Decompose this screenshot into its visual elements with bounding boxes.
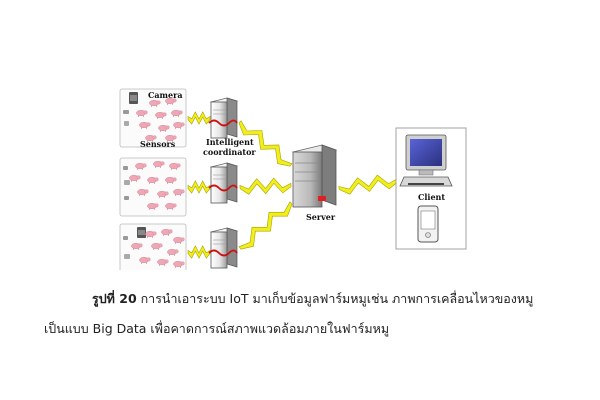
pig-icon [147,202,159,210]
wireless-link-icon [187,245,211,259]
pig-icon [157,190,169,198]
wireless-link-icon [338,174,399,195]
pig-icon [139,121,151,129]
pig-icon [155,111,167,119]
pig-icon [145,230,157,238]
coordinator-label-line1: Intelligent [206,137,254,147]
pig-icon [173,261,185,268]
coordinator-label-line2: coordinator [203,147,256,157]
camera-icon [129,92,138,104]
farm-pen-2 [119,157,187,217]
figure-caption-line1: รูปที่ 20 การนำเอาระบบ IoT มาเก็บข้อมูลฟ… [92,291,533,307]
pig-icon [139,257,151,264]
figure-caption-text: การนำเอาระบบ IoT มาเก็บข้อมูลฟาร์มหมูเช่… [136,291,534,306]
pig-icon [165,134,177,142]
pig-icon [129,174,141,182]
coordinator-icon [208,97,239,139]
pig-icon [131,242,143,250]
wireless-link-icon [239,177,292,195]
pig-icon [136,109,148,117]
farm-pen-3 [119,223,187,270]
pig-icon [153,160,165,168]
server-label: Server [306,212,336,222]
pig-icon [145,134,157,142]
coordinator-icon [208,227,239,269]
pig-icon [137,188,149,196]
pig-icon [173,121,185,129]
pig-icon [157,259,169,266]
figure-caption-line2: เป็นแบบ Big Data เพื่อคาดการณ์สภาพแวดล้อ… [44,321,390,336]
camera-icon [137,227,146,238]
sensors-label: Sensors [140,139,176,149]
pig-icon [173,188,185,196]
wireless-link-icon [238,120,293,167]
server-icon [291,144,338,208]
sensor-icon [123,110,129,126]
figure-label: รูปที่ 20 [92,291,137,306]
pig-icon [147,176,159,184]
sensor-icon [123,236,130,259]
pig-icon [135,162,147,170]
pig-icon [165,97,177,105]
client-panel: Client [395,127,467,250]
pig-icon [171,109,183,117]
farm-pen-1: Camera Sensors [119,88,187,149]
pig-icon [149,99,161,107]
iot-pig-farm-diagram: Camera Sensors [119,88,467,270]
coordinator-icon [208,162,239,204]
pig-icon [151,242,163,250]
pig-icon [167,248,179,256]
pig-icon [165,202,177,210]
mobile-phone-icon [417,205,439,243]
pig-icon [173,236,185,244]
pig-icon [169,162,181,170]
computer-icon [399,134,453,187]
wireless-link-icon [187,111,211,125]
sensor-icon [123,166,130,200]
wireless-link-icon [187,180,211,194]
pig-icon [158,124,170,132]
pig-icon [165,176,177,184]
client-label: Client [418,192,445,202]
wireless-link-icon [238,201,293,250]
pig-icon [161,228,173,236]
camera-label: Camera [148,90,183,100]
server-status-light [318,196,326,201]
